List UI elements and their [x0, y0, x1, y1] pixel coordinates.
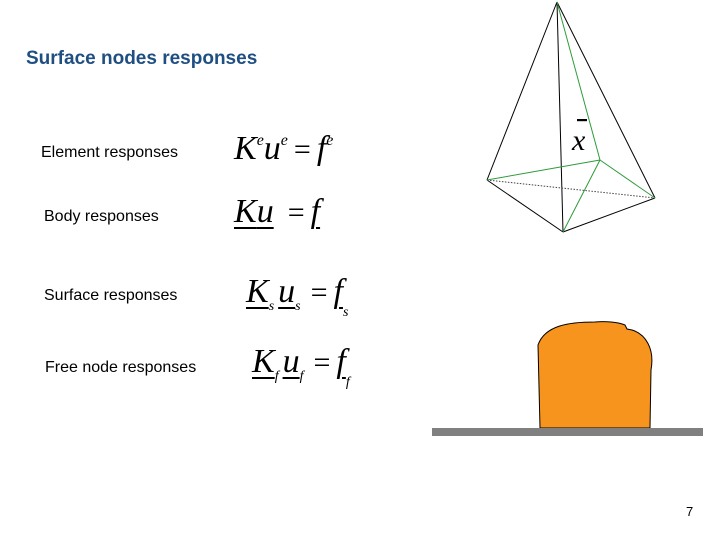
eq-k-mark: s: [268, 299, 275, 314]
row-label-element: Element responses: [41, 144, 178, 161]
pyramid-edge: [556, 1, 656, 199]
eq-k: K: [234, 193, 257, 230]
eq-f-mark: f: [345, 375, 350, 390]
row-label-free-node: Free node responses: [45, 359, 197, 376]
eq-equals: =: [310, 276, 328, 309]
pyramid-diagram: [486, 1, 656, 233]
pyramid-edge: [562, 197, 656, 233]
eq-f-mark: e: [326, 132, 334, 149]
eq-u: u: [282, 343, 300, 380]
pyramid-inner-line: [599, 159, 656, 199]
pyramid-hidden-edge: [486, 179, 656, 199]
eq-f: f: [316, 130, 327, 167]
pyramid-edge: [486, 1, 558, 181]
eq-equals: =: [287, 196, 305, 229]
eq-u-mark: e: [280, 132, 288, 149]
equation-element: Keue=fe: [234, 130, 333, 168]
eq-k: K: [252, 343, 275, 380]
page-number: 7: [686, 504, 694, 519]
eq-k-mark: e: [256, 132, 264, 149]
eq-u-mark: f: [299, 369, 304, 384]
eq-k-mark: f: [274, 369, 279, 384]
vector-x-label: x: [571, 124, 586, 157]
blob-shape: [537, 321, 653, 429]
pyramid-edge: [556, 1, 564, 233]
eq-f-mark: s: [342, 305, 349, 320]
eq-equals: =: [293, 133, 311, 166]
slide-title: Surface nodes responses: [26, 48, 258, 69]
eq-k: K: [246, 273, 269, 310]
pyramid-inner-line: [562, 159, 601, 233]
eq-equals: =: [313, 346, 331, 379]
ground-bar: [432, 428, 703, 436]
row-label-body: Body responses: [44, 208, 159, 225]
eq-f: f: [333, 273, 343, 310]
equation-body: Ku =f: [234, 193, 320, 231]
pyramid-inner-line: [486, 159, 601, 181]
row-label-surface: Surface responses: [44, 287, 178, 304]
eq-u: u: [278, 273, 296, 310]
eq-u-mark: s: [295, 299, 301, 314]
eq-f: f: [336, 343, 346, 380]
vector-bar-mark: [577, 119, 587, 122]
pyramid-edge: [486, 179, 564, 233]
eq-f: f: [310, 193, 321, 230]
eq-u: u: [256, 193, 274, 230]
pyramid-inner-line: [556, 1, 601, 161]
eq-k: K: [234, 130, 257, 167]
eq-u: u: [263, 130, 281, 167]
